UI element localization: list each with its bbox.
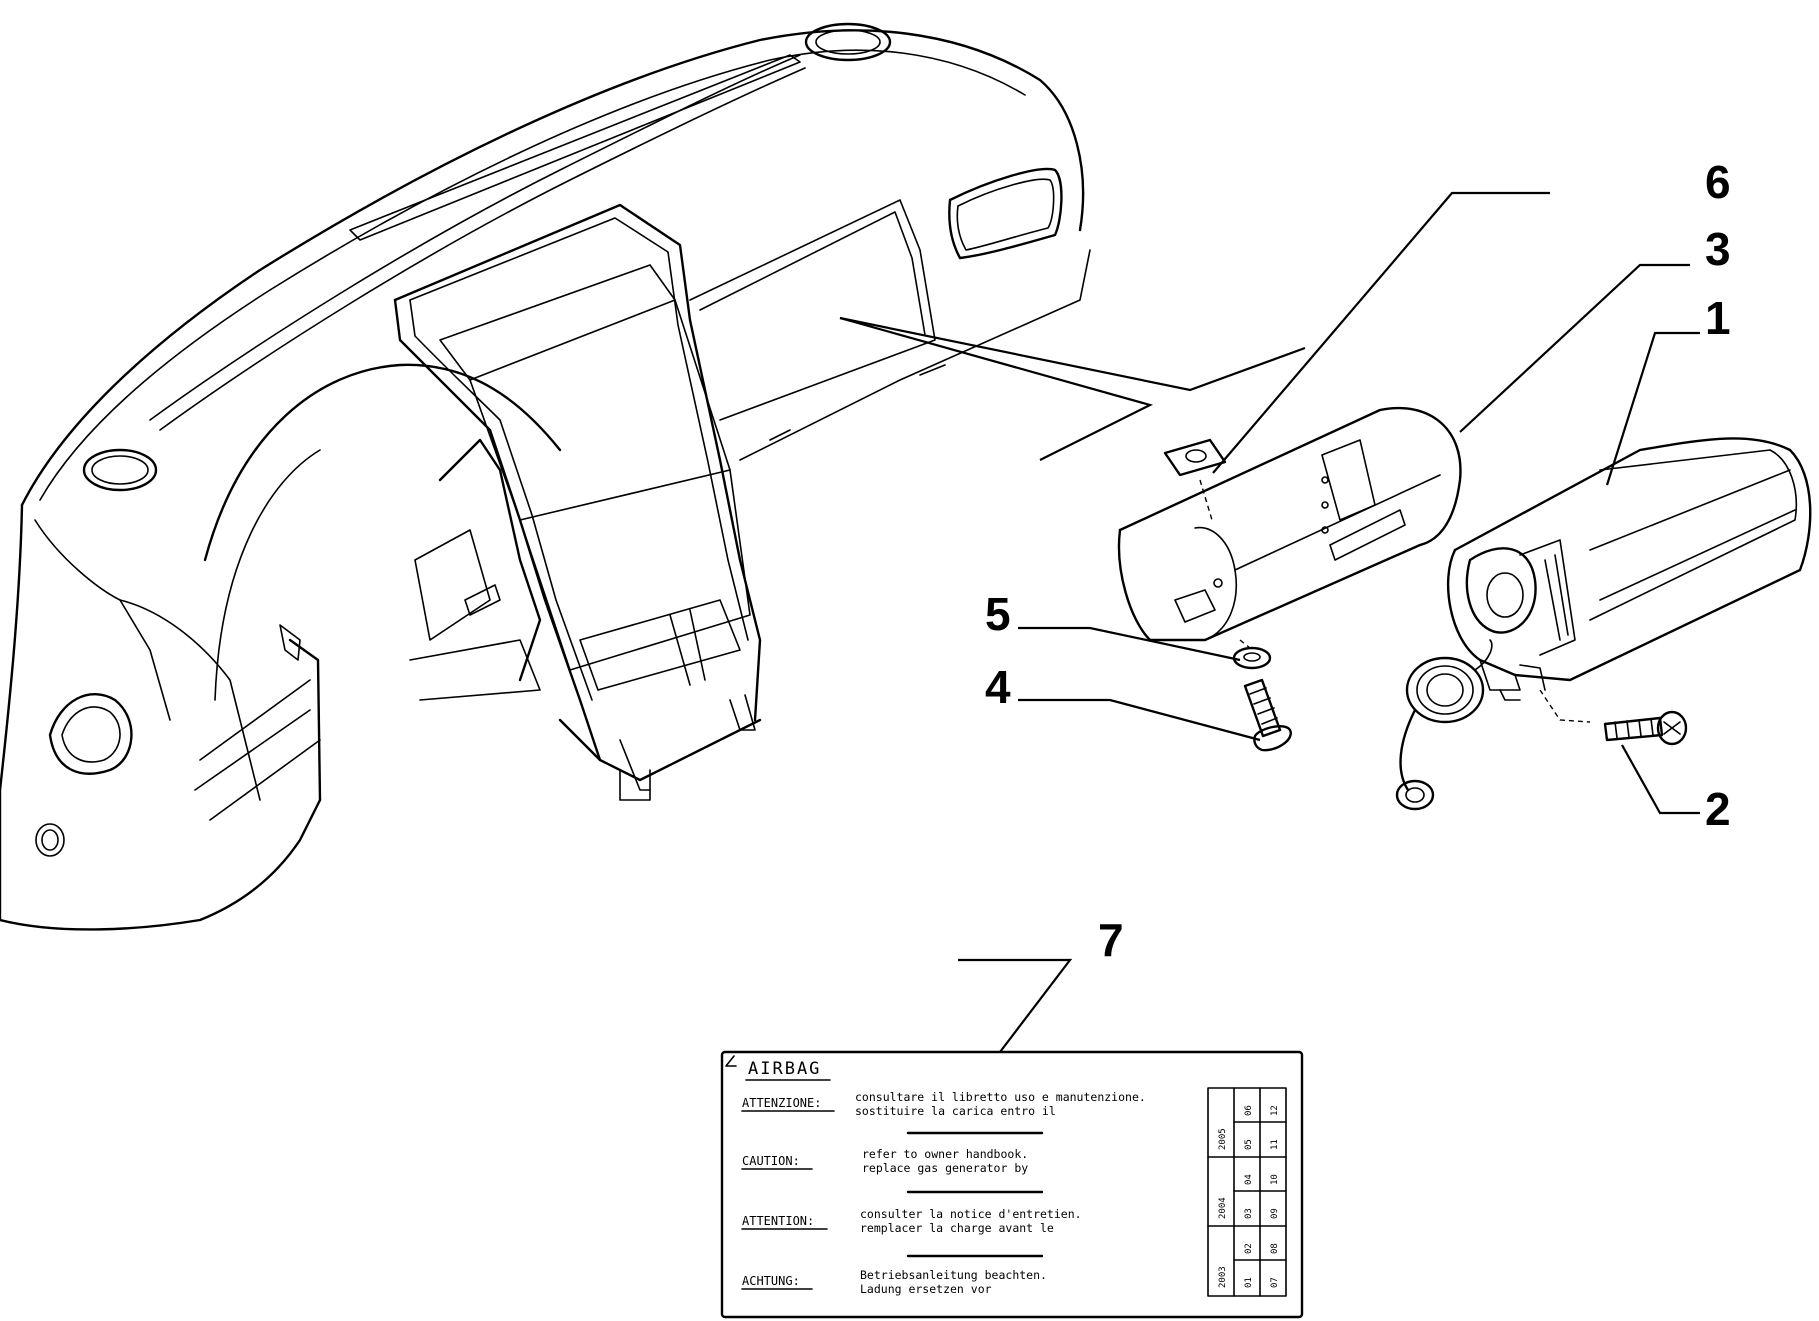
- grid-year-2003: 2003: [1218, 1266, 1228, 1288]
- callout-3: 3: [1705, 223, 1731, 275]
- grid-month-10: 10: [1270, 1174, 1280, 1185]
- callout-2: 2: [1705, 783, 1731, 835]
- grid-month-05: 05: [1244, 1139, 1254, 1150]
- grid-month-03: 03: [1244, 1208, 1254, 1219]
- part-4-screw: [1243, 678, 1292, 752]
- part-2-screw: [1603, 710, 1688, 746]
- grid-month-04: 04: [1244, 1174, 1254, 1185]
- grid-year-2005: 2005: [1218, 1128, 1228, 1150]
- callout-1: 1: [1705, 292, 1731, 344]
- label-key-caution: CAUTION:: [742, 1154, 800, 1168]
- grid-year-2004: 2004: [1218, 1197, 1228, 1219]
- dashboard-illustration: [0, 22, 1306, 931]
- label-line-attention-2: remplacer la charge avant le: [860, 1221, 1054, 1235]
- part-6-nut: [1163, 438, 1227, 521]
- grid-month-07: 07: [1270, 1277, 1280, 1288]
- grid-month-08: 08: [1270, 1243, 1280, 1254]
- label-line-attenzione-2: sostituire la carica entro il: [855, 1104, 1056, 1118]
- callout-5: 5: [985, 588, 1011, 640]
- part-3-bracket: [1117, 406, 1462, 642]
- label-line-achtung-2: Ladung ersetzen vor: [860, 1282, 992, 1296]
- grid-month-06: 06: [1244, 1105, 1254, 1116]
- grid-month-01: 01: [1244, 1277, 1254, 1288]
- label-line-caution-2: replace gas generator by: [862, 1161, 1028, 1175]
- callout-7: 7: [1098, 914, 1124, 966]
- label-line-achtung-1: Betriebsanleitung beachten.: [860, 1268, 1047, 1282]
- grid-month-11: 11: [1270, 1139, 1280, 1150]
- label-line-attention-1: consulter la notice d'entretien.: [860, 1207, 1082, 1221]
- label-key-attenzione: ATTENZIONE:: [742, 1096, 821, 1110]
- label-key-attention: ATTENTION:: [742, 1214, 814, 1228]
- grid-month-02: 02: [1244, 1243, 1254, 1254]
- label-line-caution-1: refer to owner handbook.: [862, 1147, 1028, 1161]
- part-5-washer: [1232, 639, 1272, 670]
- connector-cable: [1395, 639, 1493, 811]
- part-1-airbag-module: [1446, 437, 1812, 723]
- grid-month-09: 09: [1270, 1208, 1280, 1219]
- callout-6: 6: [1705, 156, 1731, 208]
- leader-lines: [958, 191, 1700, 1053]
- grid-month-12: 12: [1270, 1105, 1280, 1116]
- label-date-grid: 2003 2004 2005 01 02 03 04 05 06 07 08 0…: [1207, 1087, 1287, 1297]
- label-title: AIRBAG: [748, 1059, 821, 1079]
- label-key-achtung: ACHTUNG:: [742, 1274, 800, 1288]
- callout-4: 4: [985, 661, 1011, 713]
- label-line-attenzione-1: consultare il libretto uso e manutenzion…: [855, 1090, 1146, 1104]
- part-7-airbag-label: AIRBAG ATTENZIONE: consultare il librett…: [720, 1050, 1304, 1319]
